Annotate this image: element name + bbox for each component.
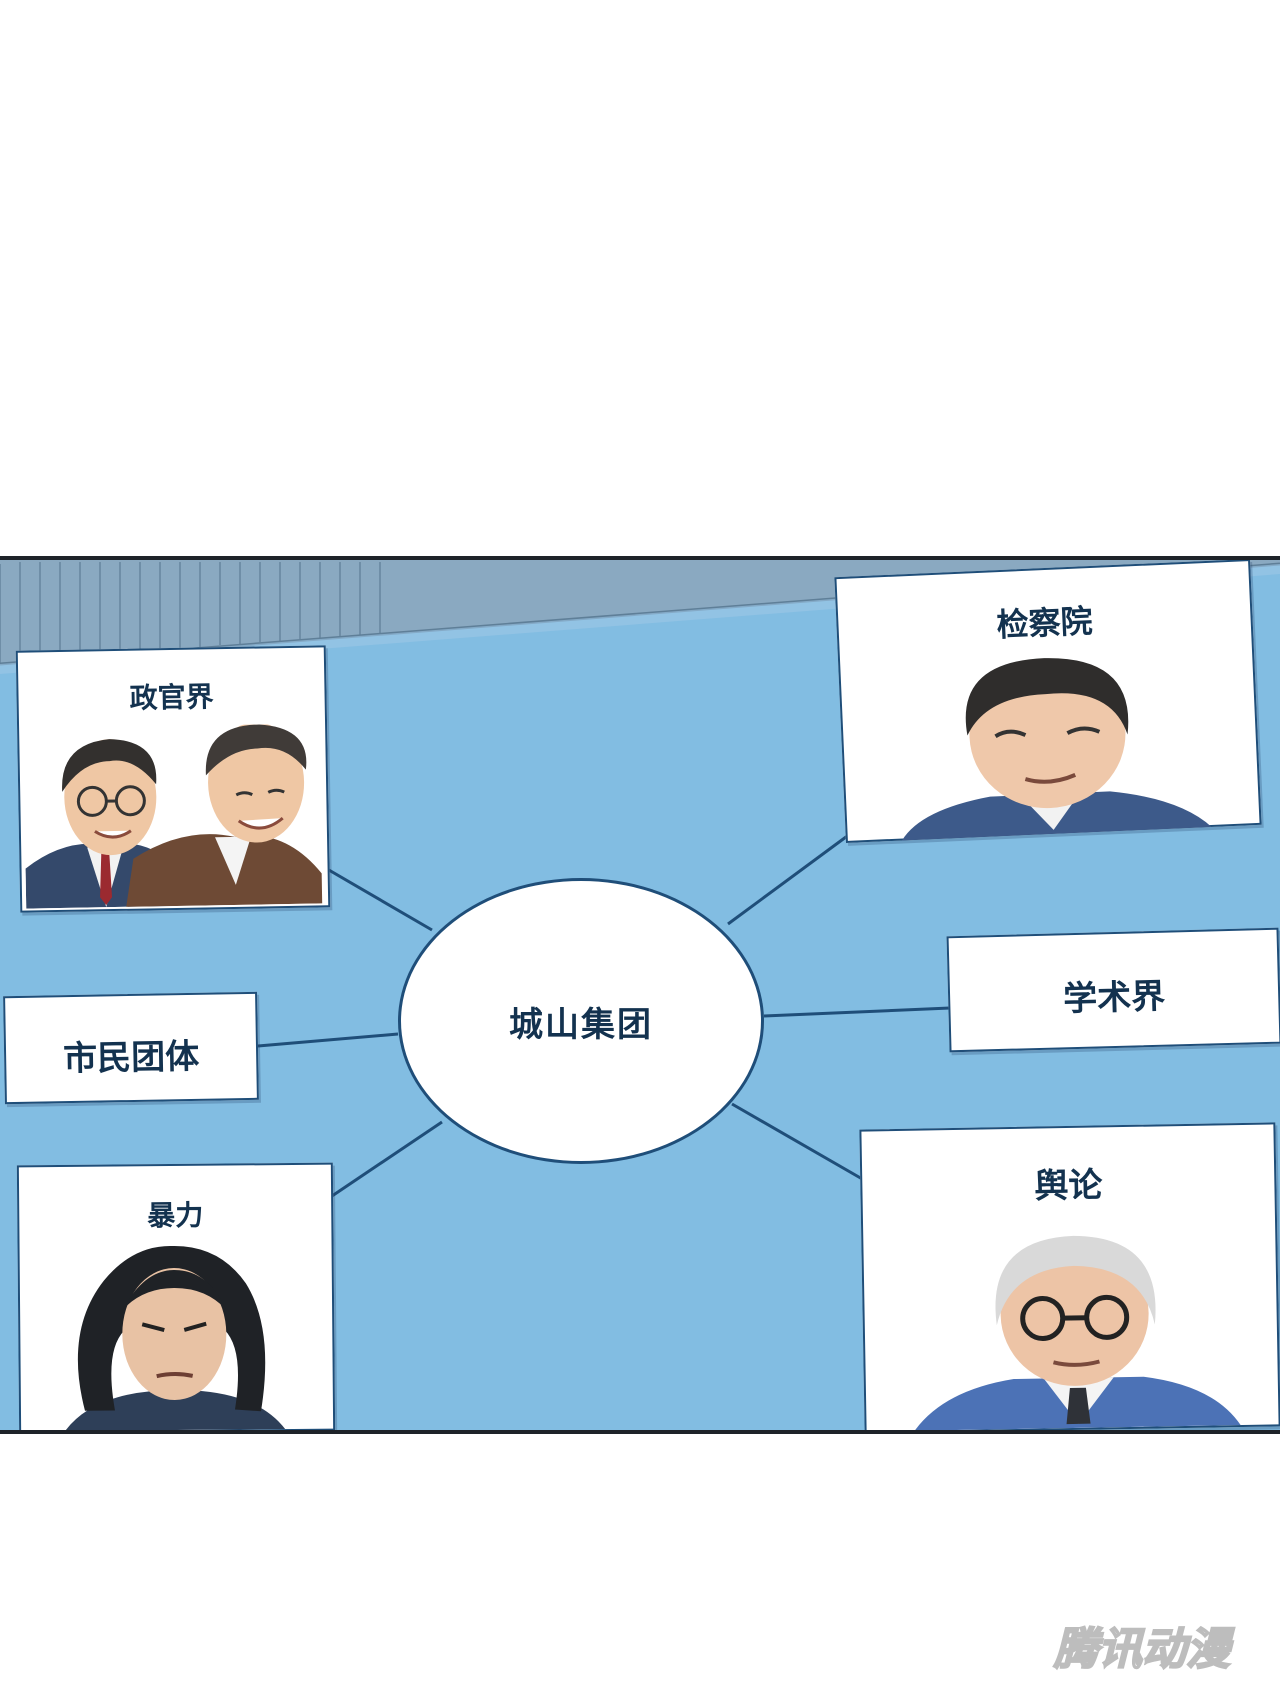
watermark-text: 腾讯动漫 bbox=[1053, 1624, 1235, 1675]
diagram-panel: 政官界 检察院 bbox=[0, 556, 1280, 1434]
edge-academia bbox=[763, 1006, 951, 1018]
edge-politics bbox=[321, 864, 433, 932]
node-media-label: 舆论 bbox=[1034, 1165, 1103, 1207]
edge-violence bbox=[331, 1120, 443, 1198]
node-academia: 学术界 bbox=[946, 927, 1280, 1053]
node-academia-label: 学术界 bbox=[1062, 976, 1166, 1020]
connector-lines bbox=[257, 832, 951, 1198]
node-violence-label: 暴力 bbox=[147, 1198, 204, 1233]
node-media: 舆论 bbox=[859, 1122, 1280, 1430]
center-node: 城山集团 bbox=[398, 878, 764, 1164]
edge-citizens bbox=[257, 1032, 399, 1048]
node-prosecution: 检察院 bbox=[834, 560, 1262, 843]
edge-media bbox=[731, 1102, 865, 1182]
node-citizens-label: 市民团体 bbox=[62, 1036, 200, 1080]
portrait-two-men-icon bbox=[25, 723, 323, 909]
portrait-elderly-man-icon bbox=[914, 1235, 1241, 1430]
node-violence: 暴力 bbox=[16, 1162, 336, 1430]
node-politics: 政官界 bbox=[15, 645, 331, 913]
portrait-prosecutor-icon bbox=[901, 658, 1212, 841]
watermark-logo: 腾讯动漫 bbox=[1052, 1623, 1236, 1676]
node-prosecution-label: 检察院 bbox=[995, 601, 1094, 645]
node-politics-label: 政官界 bbox=[129, 680, 214, 715]
node-citizens: 市民团体 bbox=[3, 991, 259, 1105]
portrait-long-haired-man-icon bbox=[65, 1246, 286, 1430]
edge-prosecution bbox=[727, 832, 851, 926]
center-node-label: 城山集团 bbox=[509, 1004, 653, 1045]
